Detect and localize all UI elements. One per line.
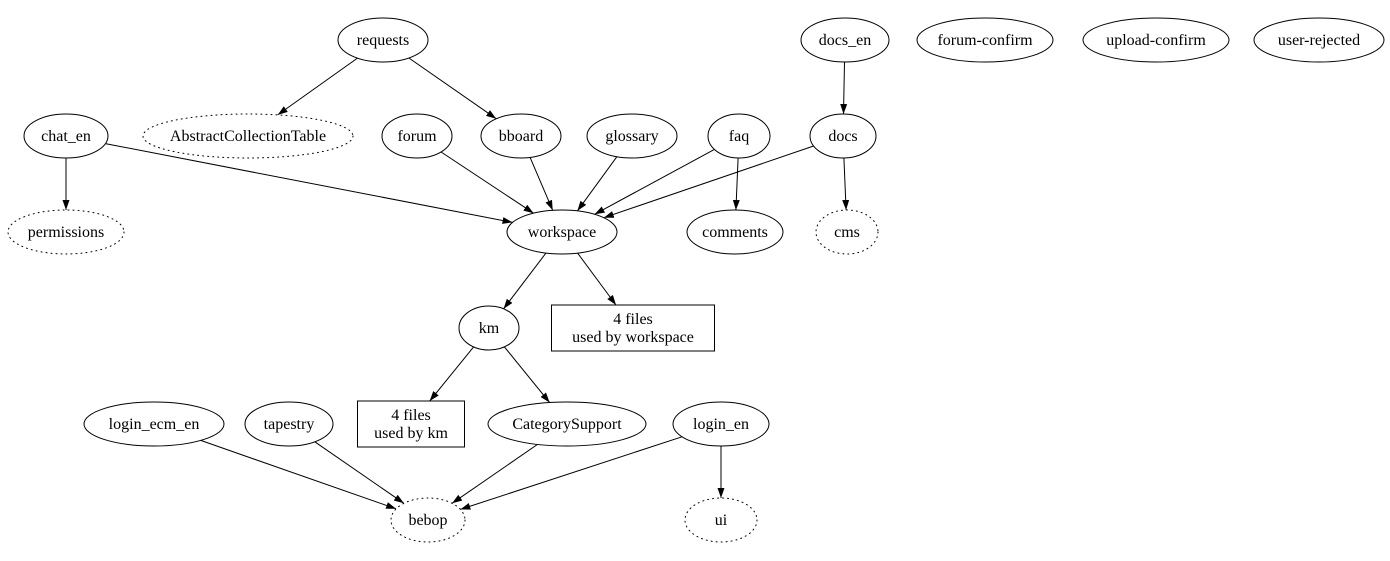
node-login_en: login_en <box>672 401 770 447</box>
node-label: docs <box>828 128 857 145</box>
ellipse-node-shape <box>83 401 225 447</box>
ellipse-node-shape <box>916 17 1054 63</box>
node-label: faq <box>729 128 749 145</box>
node-forum-confirm: forum-confirm <box>916 17 1054 63</box>
edge-workspace-km <box>503 252 547 310</box>
edge-chat_en-workspace <box>105 143 513 224</box>
edge-login_en-bebop <box>460 436 683 510</box>
node-label: docs_en <box>819 32 871 49</box>
edge-km-files_used_by_km <box>429 346 474 402</box>
node-login_ecm_en: login_ecm_en <box>83 401 225 447</box>
node-label: chat_en <box>41 128 91 145</box>
node-label: AbstractCollectionTable <box>170 128 326 145</box>
node-label: forum-confirm <box>937 32 1033 49</box>
ellipse-node-shape <box>506 209 618 255</box>
node-label: bebop <box>408 512 447 529</box>
ellipse-node-shape <box>707 113 771 159</box>
node-upload-confirm: upload-confirm <box>1082 17 1230 63</box>
node-permissions: permissions <box>7 209 125 255</box>
node-user-rejected: user-rejected <box>1253 17 1385 63</box>
ellipse-node-shape <box>23 113 109 159</box>
node-cms: cms <box>815 209 879 255</box>
node-label: comments <box>702 224 768 241</box>
node-AbstractCollectionTable: AbstractCollectionTable <box>142 113 354 159</box>
ellipse-node-shape <box>684 497 758 543</box>
node-layer: requests docs_en forum-confirm upload-confi… <box>7 17 1385 543</box>
edge-tapestry-bebop <box>314 441 405 504</box>
box-node-shape <box>357 400 465 448</box>
node-CategorySupport: CategorySupport <box>487 401 647 447</box>
edge-faq-comments <box>732 157 740 211</box>
node-label: permissions <box>28 224 104 241</box>
edge-faq-workspace <box>594 148 715 215</box>
node-label: glossary <box>605 128 658 145</box>
edge-layer <box>62 57 850 510</box>
edge-forum-workspace <box>440 151 534 214</box>
node-label: CategorySupport <box>512 416 622 433</box>
node-docs_en: docs_en <box>800 17 890 63</box>
ellipse-node-shape <box>1082 17 1230 63</box>
node-label: forum <box>397 128 437 145</box>
node-label: login_en <box>693 416 749 433</box>
ellipse-node-shape <box>586 113 678 159</box>
node-docs: docs <box>809 113 877 159</box>
ellipse-node-shape <box>487 401 647 447</box>
node-faq: faq <box>707 113 771 159</box>
node-glossary: glossary <box>586 113 678 159</box>
node-label: cms <box>834 224 860 241</box>
node-comments: comments <box>686 209 784 255</box>
node-label: login_ecm_en <box>109 416 200 433</box>
ellipse-node-shape <box>686 209 784 255</box>
edge-login_ecm_en-bebop <box>200 439 397 510</box>
ellipse-node-shape <box>458 305 520 351</box>
node-label: bboard <box>499 128 543 145</box>
edge-docs-workspace <box>603 145 814 219</box>
node-label: user-rejected <box>1278 32 1360 49</box>
ellipse-node-shape <box>7 209 125 255</box>
ellipse-node-shape <box>480 113 562 159</box>
edge-bboard-workspace <box>529 157 554 211</box>
node-label: km <box>479 320 500 337</box>
edge-docs_en-docs <box>840 61 848 115</box>
node-chat_en: chat_en <box>23 113 109 159</box>
edge-CategorySupport-bebop <box>451 443 538 504</box>
box-node-shape <box>551 304 715 352</box>
node-ui: ui <box>684 497 758 543</box>
ellipse-node-shape <box>809 113 877 159</box>
edge-requests-AbstractCollectionTable <box>277 57 358 116</box>
edge-workspace-files_used_by_workspace <box>577 252 617 306</box>
node-tapestry: tapestry <box>244 401 334 447</box>
ellipse-node-shape <box>1253 17 1385 63</box>
node-requests: requests <box>337 17 429 63</box>
edge-docs-cms <box>842 157 850 211</box>
node-label: ui <box>715 512 728 529</box>
node-label: upload-confirm <box>1106 32 1206 49</box>
node-label: workspace <box>528 224 596 241</box>
ellipse-node-shape <box>390 497 466 543</box>
edge-km-CategorySupport <box>504 346 550 403</box>
ellipse-node-shape <box>244 401 334 447</box>
ellipse-node-shape <box>381 113 453 159</box>
node-label: requests <box>357 32 409 49</box>
ellipse-node-shape <box>815 209 879 255</box>
ellipse-node-shape <box>800 17 890 63</box>
node-bboard: bboard <box>480 113 562 159</box>
node-forum: forum <box>381 113 453 159</box>
edge-requests-bboard <box>408 57 497 120</box>
node-workspace: workspace <box>506 209 618 255</box>
ellipse-node-shape <box>672 401 770 447</box>
node-km: km <box>458 305 520 351</box>
ellipse-node-shape <box>142 113 354 159</box>
node-bebop: bebop <box>390 497 466 543</box>
node-label: tapestry <box>264 416 315 433</box>
edge-glossary-workspace <box>576 156 618 212</box>
ellipse-node-shape <box>337 17 429 63</box>
